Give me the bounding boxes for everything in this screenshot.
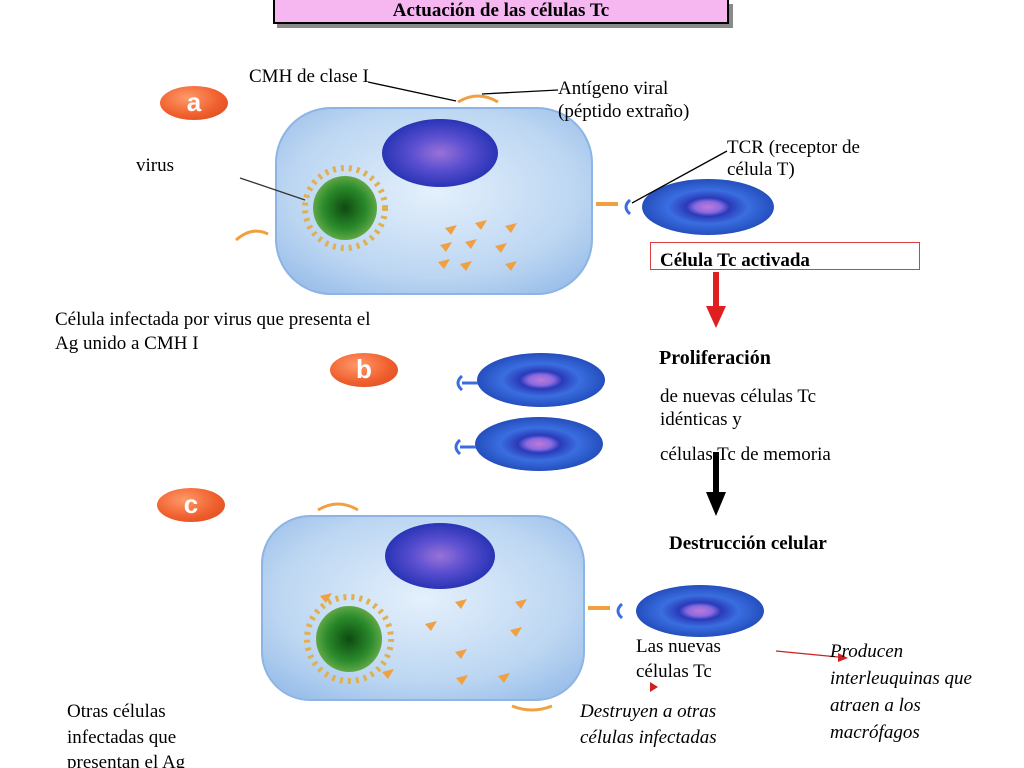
infected-cell-c bbox=[261, 502, 610, 712]
t-cell-new-1 bbox=[456, 353, 605, 407]
t-cell-killer bbox=[616, 585, 764, 637]
label-other-1: Otras células bbox=[67, 701, 166, 722]
label-other-3: presentan el Ag bbox=[67, 752, 186, 768]
virus-c-icon bbox=[304, 594, 394, 684]
label-produce-2: interleuquinas que bbox=[830, 668, 972, 689]
pointer-antigen bbox=[481, 89, 559, 95]
nucleus-c bbox=[385, 523, 495, 589]
label-proliferation: Proliferación bbox=[659, 347, 771, 369]
label-other-2: infectadas que bbox=[67, 727, 177, 748]
badge-a: a bbox=[160, 86, 228, 120]
label-destruction: Destrucción celular bbox=[669, 533, 827, 554]
nucleus-a bbox=[382, 119, 498, 187]
pointer-tcr bbox=[631, 150, 728, 204]
infected-cell-a bbox=[235, 94, 618, 295]
label-infected-1: Célula infectada por virus que presenta … bbox=[55, 309, 371, 330]
label-tcr-2: célula T) bbox=[727, 159, 795, 180]
arrow-interleukin bbox=[775, 650, 848, 662]
label-prolif-1: de nuevas células Tc bbox=[660, 386, 817, 407]
antigen-fragments-c bbox=[320, 593, 527, 685]
label-antigen-1: Antígeno viral bbox=[558, 78, 669, 99]
label-destroy-2: células infectadas bbox=[580, 727, 717, 748]
activated-box: Célula Tc activada bbox=[650, 242, 920, 271]
label-infected-2: Ag unido a CMH I bbox=[55, 333, 199, 354]
label-prolif-3: células Tc de memoria bbox=[660, 444, 831, 465]
page-title: Actuación de las células Tc bbox=[273, 0, 729, 24]
label-tcr-1: TCR (receptor de bbox=[727, 137, 860, 158]
arrow-black-down bbox=[706, 452, 726, 516]
pointer-virus bbox=[239, 177, 306, 201]
label-virus: virus bbox=[136, 155, 174, 176]
label-antigen-2: (péptido extraño) bbox=[558, 101, 690, 122]
badge-c: c bbox=[157, 488, 225, 522]
label-produce-4: macrófagos bbox=[830, 722, 920, 743]
label-produce-1: Producen bbox=[830, 641, 904, 662]
t-cell-activated bbox=[624, 179, 774, 235]
antigen-fragments-a bbox=[438, 220, 517, 271]
virus-a-icon bbox=[302, 165, 388, 251]
pointer-cmh bbox=[367, 81, 457, 102]
t-cell-new-2 bbox=[454, 417, 603, 471]
badge-b: b bbox=[330, 353, 398, 387]
label-prolif-2: idénticas y bbox=[660, 409, 742, 430]
label-new-cells-2: células Tc bbox=[636, 661, 712, 682]
label-produce-3: atraen a los bbox=[830, 695, 921, 716]
label-destroy-1: Destruyen a otras bbox=[580, 701, 717, 722]
label-activated: Célula Tc activada bbox=[660, 250, 810, 271]
label-new-cells-1: Las nuevas bbox=[636, 636, 721, 657]
arrow-destroy-marker bbox=[650, 682, 658, 692]
arrow-red-down bbox=[706, 272, 726, 328]
label-cmh: CMH de clase I bbox=[249, 66, 369, 87]
